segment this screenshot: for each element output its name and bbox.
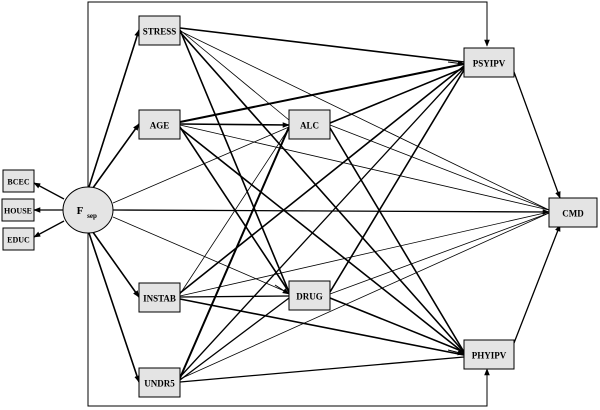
- instab-edges: [179, 65, 550, 356]
- arrowheads: [274, 60, 465, 356]
- age-edges: [179, 63, 550, 354]
- age-to-psyipv-edge: [179, 63, 465, 123]
- node-house: HOUSE: [1, 198, 35, 222]
- stress-to-alc-edge: [179, 29, 290, 121]
- instab-to-phyipv-edge: [179, 298, 465, 356]
- fsep-to-educ-edge: [33, 220, 65, 238]
- stress-to-psyipv-edge: [179, 27, 465, 63]
- fsep-label: F: [77, 205, 84, 217]
- ipv-edges: [513, 71, 561, 344]
- drug-edges: [329, 69, 550, 353]
- fsep-to-psyipv-frame-edge: [87, 1, 490, 187]
- age-to-cmd-edge: [179, 124, 550, 211]
- undr5-to-phyipv-edge: [179, 356, 465, 383]
- age-label: AGE: [150, 121, 170, 131]
- stress-label: STRESS: [143, 27, 177, 37]
- drug-to-phyipv-edge: [329, 297, 465, 353]
- stress-to-cmd-edge: [179, 30, 550, 211]
- undr5-to-alc-edge: [179, 126, 290, 379]
- alc-to-psyipv-edge: [329, 67, 465, 124]
- fsep-to-drug-edge: [112, 216, 290, 294]
- undr5-to-psyipv-edge: [179, 67, 465, 378]
- drug-arrowhead: [274, 284, 290, 295]
- drug-label: DRUG: [296, 292, 323, 302]
- node-alc: ALC: [288, 109, 331, 140]
- undr5-to-drug-edge: [179, 297, 290, 381]
- node-educ: EDUC: [2, 227, 35, 251]
- fsep-to-instab-edge: [89, 227, 140, 298]
- alc-label: ALC: [300, 121, 319, 131]
- node-psyipv: PSYIPV: [463, 47, 515, 78]
- fsep-to-phyipv-frame-edge: [87, 233, 490, 407]
- node-drug: DRUG: [288, 280, 331, 311]
- node-age: AGE: [138, 109, 181, 140]
- phyipv-arrowhead: [447, 349, 465, 356]
- fsep-to-stress-edge: [87, 29, 140, 191]
- undr5-to-cmd-edge: [179, 212, 550, 380]
- instab-to-cmd-edge: [179, 211, 550, 297]
- age-to-phyipv-edge: [179, 127, 465, 354]
- phyipv-label: PHYIPV: [472, 351, 507, 361]
- drug-to-psyipv-edge: [329, 69, 465, 293]
- fsep-to-age-edge: [89, 123, 140, 193]
- node-fsep: F sep: [62, 186, 114, 234]
- age-to-drug-edge: [179, 126, 290, 293]
- instab-label: INSTAB: [143, 294, 176, 304]
- psyipv-to-cmd-edge: [513, 71, 561, 199]
- alc-edges: [329, 67, 550, 353]
- instab-to-psyipv-edge: [179, 65, 465, 294]
- bcec-label: BCEC: [7, 178, 29, 187]
- fsep-to-bcec-edge: [33, 182, 65, 200]
- instab-to-drug-edge: [179, 295, 290, 298]
- house-label: HOUSE: [4, 207, 32, 216]
- fsep-edges: [87, 29, 550, 383]
- phyipv-to-cmd-edge: [513, 224, 561, 344]
- drug-to-cmd-edge: [329, 212, 550, 295]
- educ-label: EDUC: [7, 236, 30, 245]
- node-stress: STRESS: [138, 15, 181, 46]
- node-undr5: UNDR5: [138, 367, 181, 398]
- alc-to-cmd-edge: [329, 124, 550, 211]
- stress-to-drug-edge: [179, 29, 290, 293]
- node-instab: INSTAB: [138, 282, 181, 313]
- psyipv-arrowhead: [447, 60, 465, 66]
- stress-to-phyipv-edge: [179, 31, 465, 353]
- frame-paths: [87, 1, 490, 407]
- psyipv-label: PSYIPV: [473, 59, 506, 69]
- instab-to-alc-edge: [179, 127, 290, 295]
- fsep-to-alc-edge: [112, 126, 290, 204]
- undr5-label: UNDR5: [144, 379, 175, 389]
- node-bcec: BCEC: [2, 169, 35, 193]
- alc-to-phyipv-edge: [329, 127, 465, 353]
- node-phyipv: PHYIPV: [463, 339, 515, 370]
- undr5-edges: [179, 67, 550, 383]
- age-to-alc-edge: [179, 123, 290, 126]
- stress-edges: [179, 27, 550, 353]
- indicator-edges: [33, 182, 65, 238]
- cmd-label: CMD: [562, 209, 584, 219]
- fsep-to-undr5-edge: [87, 229, 140, 383]
- fsep-to-cmd-edge: [112, 209, 550, 215]
- fsep-subscript: sep: [87, 212, 97, 220]
- node-cmd: CMD: [548, 197, 598, 228]
